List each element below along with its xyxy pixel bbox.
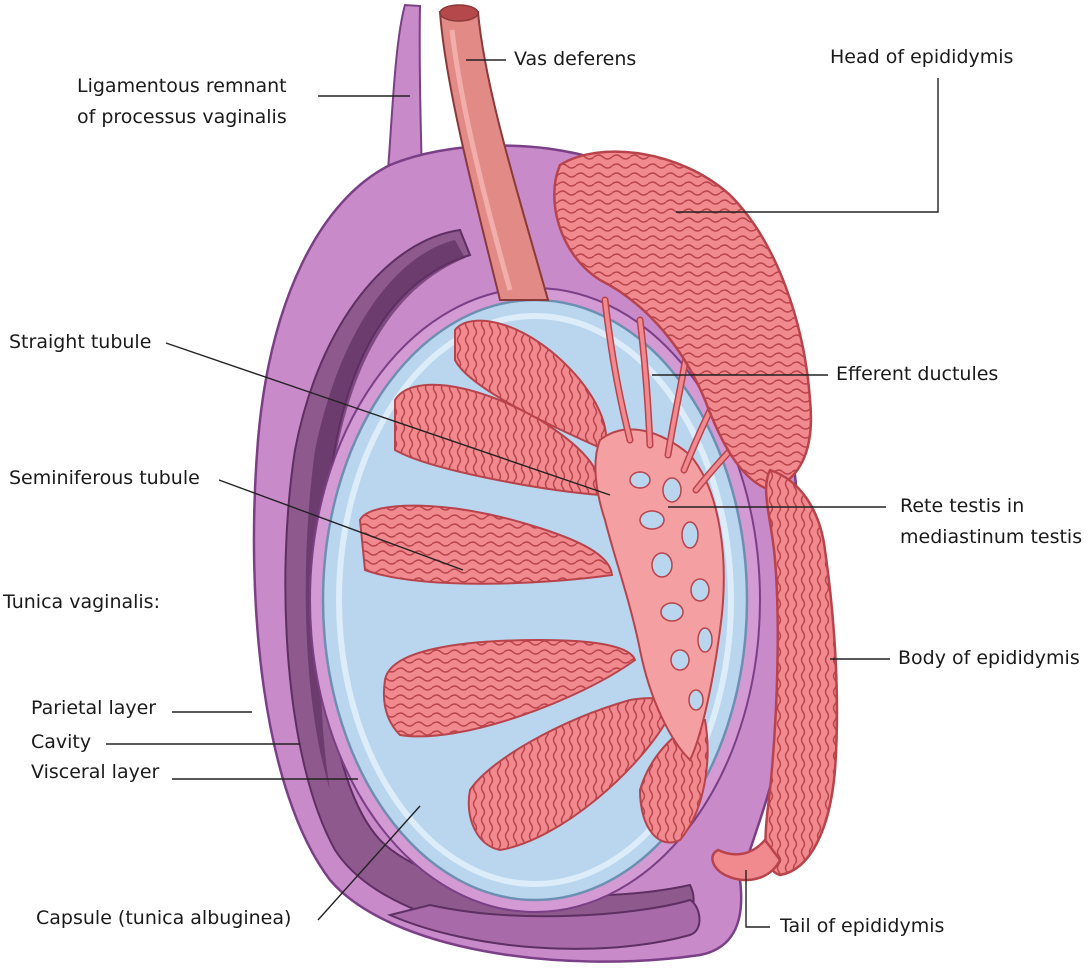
label-capsule: Capsule (tunica albuginea) [36, 907, 292, 929]
capsule-highlight [336, 313, 734, 887]
label-rete-testis-line2: mediastinum testis [900, 526, 1083, 548]
label-seminiferous-tubule: Seminiferous tubule [9, 467, 200, 489]
epididymis-body-shape [764, 468, 839, 877]
label-tail-of-epididymis: Tail of epididymis [780, 915, 945, 937]
label-ligamentous-remnant-line2: of processus vaginalis [77, 106, 287, 128]
tunica-cavity-shadow [305, 240, 465, 790]
label-rete-testis: Rete testis in mediastinum testis [900, 491, 1082, 553]
label-ligamentous-remnant-line1: Ligamentous remnant [77, 75, 287, 97]
vas-deferens-lumen [439, 4, 479, 22]
label-visceral-layer: Visceral layer [31, 761, 160, 783]
label-tunica-vaginalis: Tunica vaginalis: [3, 591, 160, 613]
label-head-of-epididymis: Head of epididymis [830, 46, 1014, 68]
vas-deferens-highlight [449, 29, 513, 291]
label-rete-testis-line1: Rete testis in [900, 495, 1025, 517]
label-parietal-layer: Parietal layer [31, 697, 157, 719]
vas-deferens-shape [438, 11, 550, 301]
epididymis-tail-shape [711, 838, 782, 882]
label-straight-tubule: Straight tubule [9, 331, 152, 353]
label-body-of-epididymis: Body of epididymis [898, 647, 1080, 669]
label-ligamentous-remnant: Ligamentous remnant of processus vaginal… [77, 71, 287, 133]
label-vas-deferens: Vas deferens [514, 48, 637, 70]
label-cavity: Cavity [31, 731, 92, 753]
rete-testis-holes [629, 471, 713, 711]
tunica-bottom-fold [386, 898, 701, 950]
label-efferent-ductules: Efferent ductules [836, 363, 999, 385]
leader-lines [106, 59, 939, 928]
